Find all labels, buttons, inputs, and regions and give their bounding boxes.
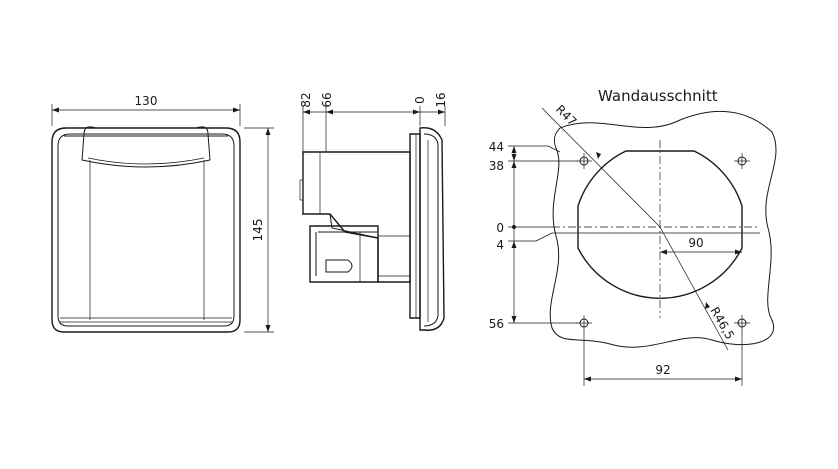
cutout-radius-outer-label: R47 bbox=[553, 102, 580, 129]
side-label-82: 82 bbox=[299, 92, 313, 107]
cutout-width-90-label: 90 bbox=[688, 236, 703, 250]
mounting-holes bbox=[576, 153, 750, 331]
hole-top-right bbox=[734, 153, 750, 169]
wall-break-outline bbox=[549, 110, 777, 348]
hole-top-left bbox=[576, 153, 592, 169]
cutout-label-56: 56 bbox=[489, 317, 504, 331]
cutout-width-92: 92 bbox=[583, 330, 743, 386]
cutout-title: Wandausschnitt bbox=[598, 87, 718, 105]
side-label-0: 0 bbox=[413, 96, 427, 104]
front-width-dimension: 130 bbox=[51, 94, 241, 126]
cutout-view: Wandausschnitt bbox=[489, 87, 777, 386]
front-height-dimension: 145 bbox=[244, 127, 274, 333]
side-label-66: 66 bbox=[320, 92, 334, 107]
front-width-label: 130 bbox=[135, 94, 158, 108]
side-body bbox=[299, 151, 411, 283]
front-height-label: 145 bbox=[251, 219, 265, 242]
cutout-width-92-label: 92 bbox=[655, 363, 670, 377]
socket-cover-front bbox=[51, 126, 241, 333]
cutout-width-90: 90 bbox=[660, 236, 742, 255]
cutout-label-44: 44 bbox=[489, 140, 504, 154]
cutout-label-0: 0 bbox=[496, 221, 504, 235]
cutout-radius-inner-label: R46,5 bbox=[707, 305, 737, 342]
front-view: 130 145 bbox=[51, 94, 274, 333]
cutout-label-38: 38 bbox=[489, 159, 504, 173]
side-view: 82 66 0 16 bbox=[299, 92, 448, 331]
cutout-label-4: 4 bbox=[496, 238, 504, 252]
side-label-16: 16 bbox=[434, 92, 448, 107]
side-flange bbox=[409, 127, 445, 331]
cutout-shape bbox=[577, 150, 743, 299]
cutout-vertical-dims: 44 38 0 4 56 bbox=[489, 140, 578, 331]
hole-bottom-right bbox=[734, 315, 750, 331]
hole-bottom-left bbox=[576, 315, 592, 331]
